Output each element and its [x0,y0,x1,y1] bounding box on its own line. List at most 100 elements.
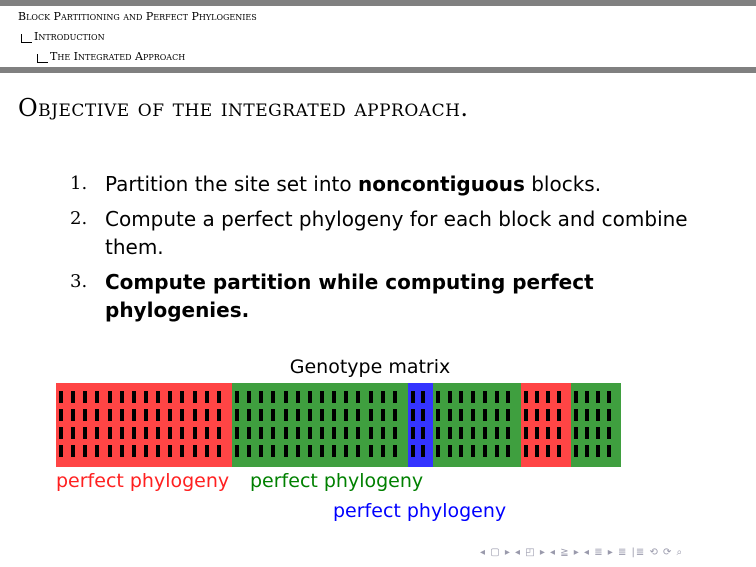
item-text-end: blocks. [524,172,602,196]
matrix-cell [420,409,425,421]
matrix-cell [156,427,161,439]
matrix-cell [271,391,276,403]
matrix-cell [535,445,539,457]
matrix-cell [59,409,63,421]
matrix-cell [607,427,611,439]
matrix-cell [216,409,221,421]
matrix-cell [192,445,197,457]
matrix-block-red [56,383,232,467]
matrix-cell [546,391,550,403]
matrix-cell [447,391,452,403]
matrix-cell [247,409,252,421]
matrix-cell [344,391,349,403]
matrix-cell [71,445,76,457]
matrix-cell [380,427,385,439]
matrix-cell [168,391,173,403]
matrix-block-red [521,383,571,467]
matrix-cell [59,445,63,457]
matrix-cell [319,391,324,403]
tree-connector-icon [37,54,48,63]
annotation-blue: perfect phylogeny [333,500,507,522]
matrix-cell [143,445,148,457]
matrix-cell [180,445,185,457]
matrix-cell [494,427,499,439]
matrix-cell [319,445,324,457]
slide-header: Block Partitioning and Perfect Phylogeni… [0,6,756,68]
matrix-cell [380,391,385,403]
matrix-cell [557,409,561,421]
matrix-row [436,391,518,403]
matrix-cell [131,391,136,403]
matrix-cell [392,409,397,421]
item-bold-text: noncontiguous [357,172,525,196]
matrix-cell [546,427,550,439]
matrix-cell [436,409,440,421]
matrix-row [436,409,518,421]
matrix-cell [307,391,312,403]
matrix-cell [459,445,464,457]
header-divider-bar [0,67,756,73]
matrix-row [411,391,430,403]
matrix-cell [546,445,550,457]
matrix-cell [447,445,452,457]
list-item: 1. Partition the site set into noncontig… [70,170,710,198]
matrix-cell [535,427,539,439]
beamer-navigation[interactable]: ◂ ▢ ▸ ◂ ◰ ▸ ◂ ≧ ▸ ◂ ≣ ▸ ≣ |≣ ⟲ ⟳ ⌕ [480,547,684,558]
matrix-block-blue [408,383,433,467]
matrix-cell [295,409,300,421]
matrix-cell [546,409,550,421]
matrix-cell [607,409,611,421]
matrix-cell [95,445,100,457]
matrix-cell [436,391,440,403]
matrix-cell [574,409,578,421]
matrix-cell [420,391,425,403]
matrix-cell [344,409,349,421]
tree-connector-icon [21,34,32,43]
matrix-cell [204,427,209,439]
matrix-cell [585,409,589,421]
matrix-cell [131,427,136,439]
item-number: 2. [70,208,88,229]
breadcrumb-subsubsection[interactable]: The Integrated Approach [50,50,186,63]
matrix-cell [459,409,464,421]
matrix-cell [447,427,452,439]
breadcrumb-subsection[interactable]: Introduction [34,30,105,43]
matrix-row [235,391,405,403]
matrix-cell [71,409,76,421]
matrix-cell [131,445,136,457]
matrix-cell [471,391,476,403]
matrix-cell [180,409,185,421]
matrix-cell [307,409,312,421]
item-bold-text: Compute partition while computing perfec… [105,270,594,322]
matrix-cell [59,391,63,403]
matrix-cell [524,391,528,403]
matrix-row [436,445,518,457]
top-bar [0,0,756,6]
matrix-row [235,445,405,457]
matrix-cell [168,409,173,421]
matrix-cell [192,427,197,439]
matrix-cell [83,445,88,457]
matrix-cell [524,409,528,421]
matrix-label: Genotype matrix [289,356,451,378]
matrix-cell [506,391,511,403]
matrix-cell [156,445,161,457]
matrix-cell [307,427,312,439]
matrix-block-green [433,383,521,467]
matrix-cell [557,427,561,439]
matrix-row [411,427,430,439]
matrix-cell [216,427,221,439]
matrix-cell [319,427,324,439]
matrix-cell [180,427,185,439]
matrix-cell [506,409,511,421]
matrix-cell [459,427,464,439]
matrix-cell [585,391,589,403]
matrix-cell [368,445,373,457]
matrix-cell [259,427,264,439]
matrix-row [574,391,618,403]
matrix-cell [204,409,209,421]
matrix-cell [143,391,148,403]
breadcrumb-section[interactable]: Block Partitioning and Perfect Phylogeni… [18,10,257,23]
matrix-cell [83,427,88,439]
matrix-cell [216,391,221,403]
